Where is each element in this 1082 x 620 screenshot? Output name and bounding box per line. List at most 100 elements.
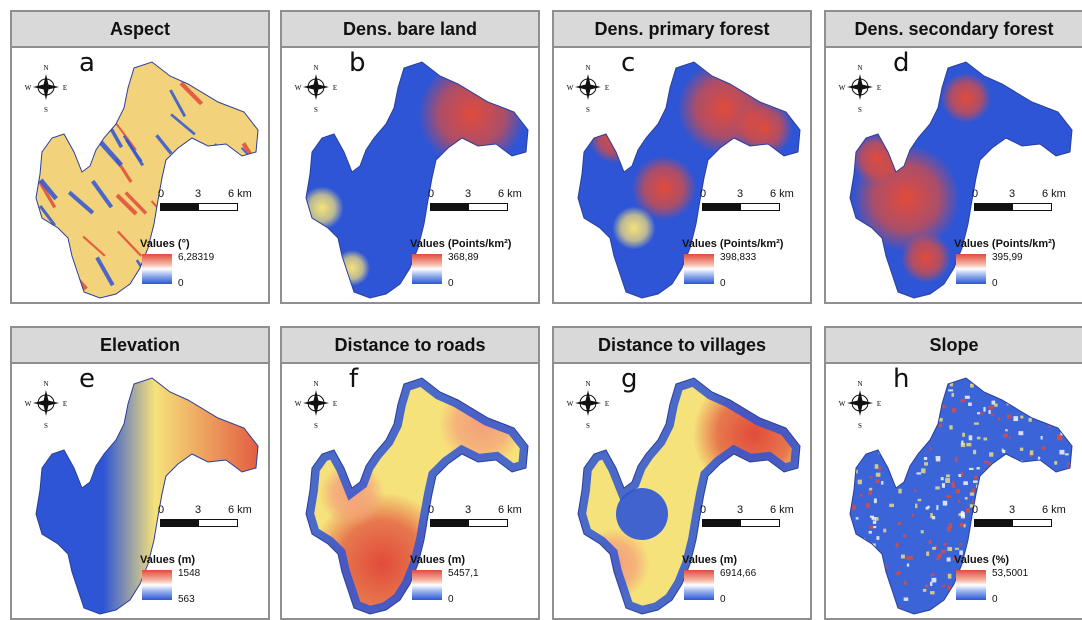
- svg-text:S: S: [44, 106, 48, 114]
- scale-tick-6: 6 km: [1042, 504, 1066, 516]
- svg-text:S: S: [586, 422, 590, 430]
- panel-letter: d: [893, 48, 910, 78]
- scale-bar-graphic: [702, 519, 780, 527]
- panel-title: Dens. bare land: [282, 12, 538, 48]
- panel-letter: a: [79, 48, 95, 78]
- legend-min: 0: [720, 278, 726, 289]
- scale-bar-graphic: [702, 203, 780, 211]
- legend-min: 0: [992, 278, 998, 289]
- panel-letter: e: [79, 364, 95, 394]
- svg-text:S: S: [586, 106, 590, 114]
- thematic-map: [577, 377, 801, 615]
- legend-max: 395,99: [992, 252, 1023, 263]
- svg-text:E: E: [877, 84, 881, 92]
- svg-text:W: W: [25, 84, 32, 92]
- legend: Values (Points/km²) 395,99 0: [954, 238, 1082, 300]
- legend-title: Values (m): [410, 554, 466, 566]
- svg-text:S: S: [314, 106, 318, 114]
- scale-tick-0: 0: [158, 504, 165, 516]
- color-ramp: [142, 254, 172, 284]
- svg-text:E: E: [605, 400, 609, 408]
- panel-title: Distance to villages: [554, 328, 810, 364]
- scale-bar-graphic: [430, 519, 508, 527]
- scale-bar-graphic: [974, 203, 1052, 211]
- color-ramp: [142, 570, 172, 600]
- panel-letter: c: [621, 48, 636, 78]
- scale-tick-6: 6 km: [770, 188, 794, 200]
- legend: Values (Points/km²) 398,833 0: [682, 238, 810, 300]
- legend-title: Values (Points/km²): [682, 238, 784, 250]
- compass-icon: N S W E: [567, 380, 609, 430]
- scale-bar-graphic: [974, 519, 1052, 527]
- scale-tick-0: 0: [158, 188, 165, 200]
- svg-text:N: N: [857, 380, 862, 388]
- legend-title: Values (Points/km²): [410, 238, 512, 250]
- svg-text:W: W: [25, 400, 32, 408]
- scale-tick-3: 3: [465, 504, 472, 516]
- scale-bar-graphic: [160, 203, 238, 211]
- legend-max: 398,833: [720, 252, 757, 263]
- scale-tick-0: 0: [972, 188, 979, 200]
- svg-text:W: W: [839, 84, 846, 92]
- svg-text:S: S: [858, 422, 862, 430]
- legend-title: Values (%): [954, 554, 1010, 566]
- scale-tick-6: 6 km: [498, 188, 522, 200]
- legend-title: Values (Points/km²): [954, 238, 1056, 250]
- scale-tick-3: 3: [1009, 504, 1016, 516]
- svg-text:N: N: [585, 380, 590, 388]
- panel-letter: g: [621, 364, 638, 394]
- svg-text:E: E: [333, 400, 337, 408]
- scale-tick-3: 3: [465, 188, 472, 200]
- panel-letter: h: [893, 364, 910, 394]
- panel-title: Aspect: [12, 12, 268, 48]
- legend-max: 53,5001: [992, 568, 1029, 579]
- color-ramp: [684, 254, 714, 284]
- thematic-map: [305, 377, 529, 615]
- svg-text:N: N: [313, 64, 318, 72]
- svg-text:N: N: [313, 380, 318, 388]
- svg-text:S: S: [44, 422, 48, 430]
- panel-letter: f: [349, 364, 359, 394]
- panel-title: Elevation: [12, 328, 268, 364]
- scale-tick-0: 0: [700, 504, 707, 516]
- panel-title: Dens. secondary forest: [826, 12, 1082, 48]
- svg-text:N: N: [857, 64, 862, 72]
- color-ramp: [684, 570, 714, 600]
- scale-bar-graphic: [160, 519, 238, 527]
- svg-text:E: E: [877, 400, 881, 408]
- svg-text:W: W: [567, 84, 574, 92]
- legend-max: 368,89: [448, 252, 479, 263]
- svg-text:W: W: [295, 84, 302, 92]
- color-ramp: [412, 254, 442, 284]
- scale-tick-3: 3: [195, 504, 202, 516]
- svg-text:W: W: [567, 400, 574, 408]
- scale-tick-0: 0: [428, 504, 435, 516]
- scale-bar-graphic: [430, 203, 508, 211]
- panel-title: Distance to roads: [282, 328, 538, 364]
- scale-tick-6: 6 km: [1042, 188, 1066, 200]
- color-ramp: [956, 570, 986, 600]
- svg-text:N: N: [43, 64, 48, 72]
